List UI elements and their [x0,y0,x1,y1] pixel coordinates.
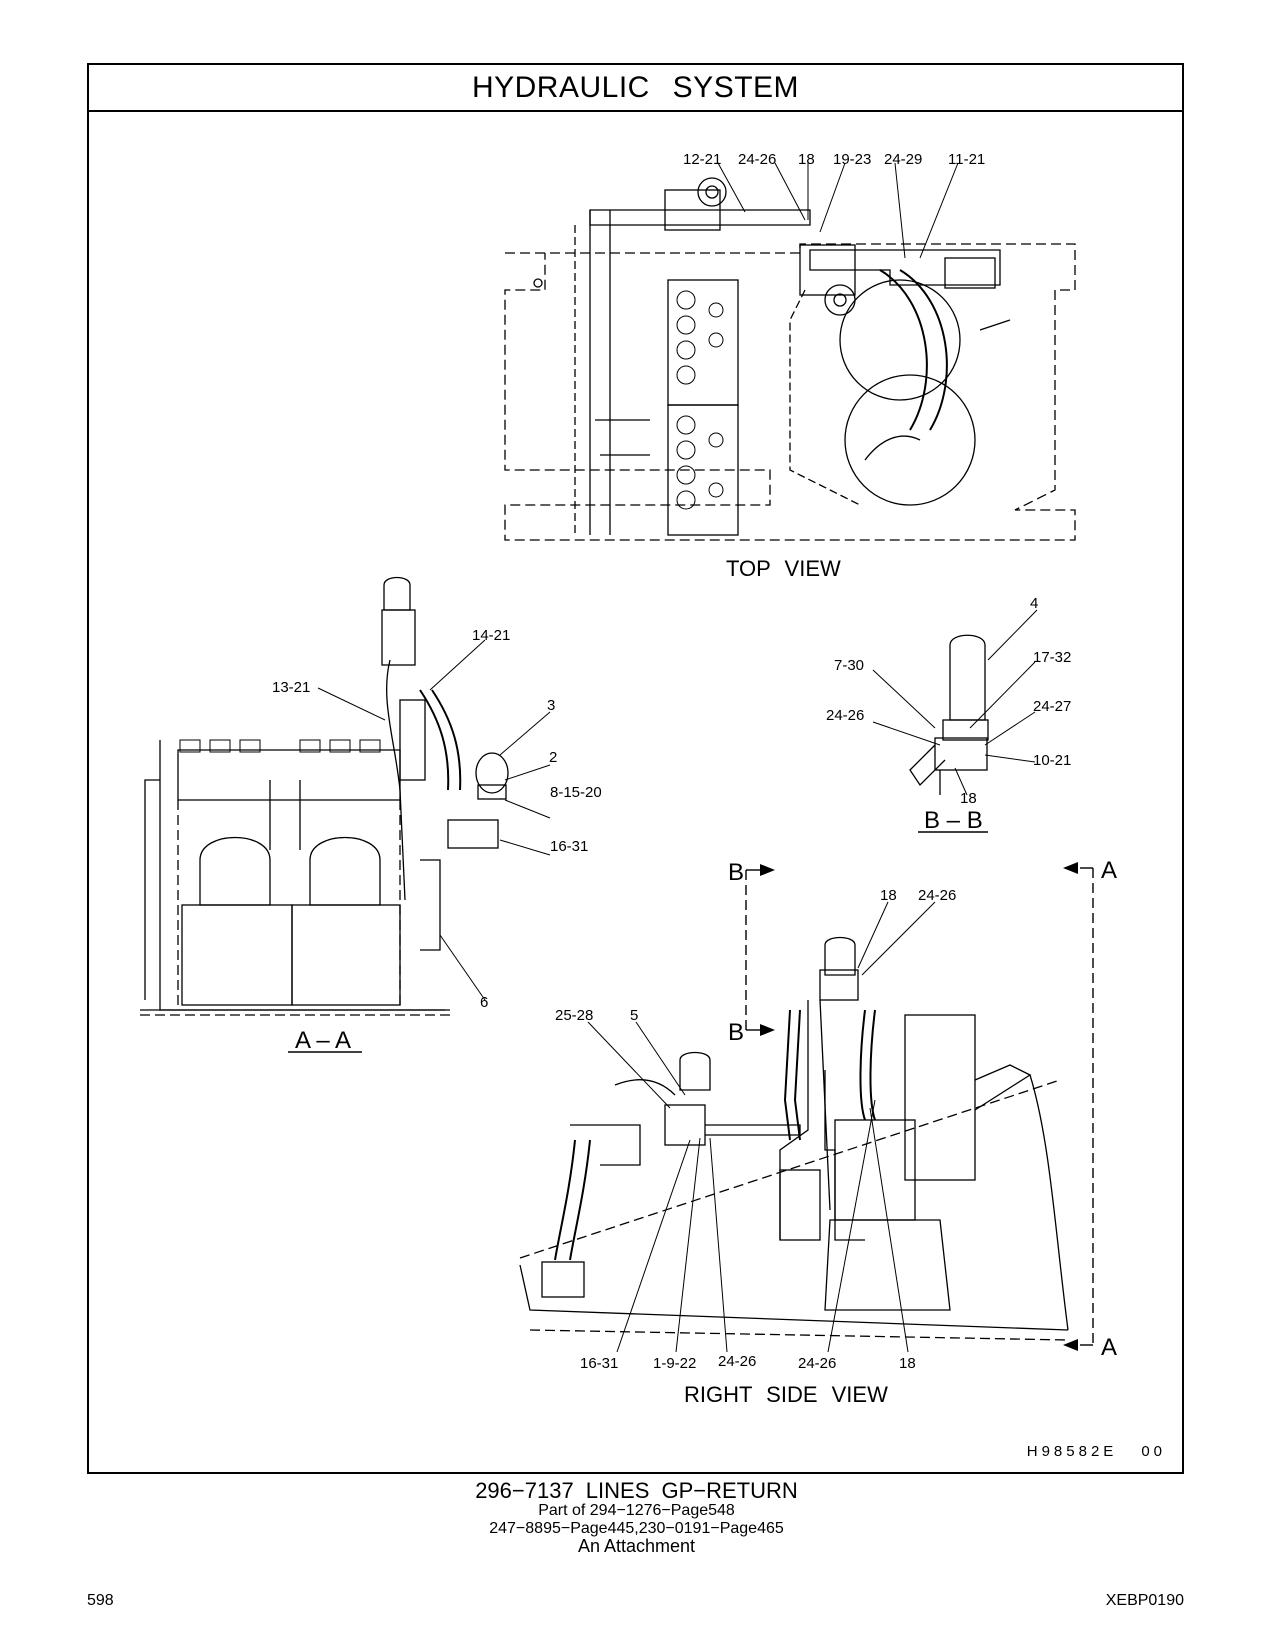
callout-16-31-rs: 16-31 [580,1355,618,1372]
drawing-frame: HYDRAULIC SYSTEM H98582E 00 [87,63,1184,1474]
right-side-view-title: RIGHT SIDE VIEW [684,1382,888,1407]
callout-8-15-20: 8-15-20 [550,784,602,801]
callout-24-26-rs-b: 24-26 [798,1355,836,1372]
callout-1-9-22: 1-9-22 [653,1355,696,1372]
caption-part-of: Part of 294−1276−Page548 [538,1502,735,1519]
callout-16-31: 16-31 [550,838,588,855]
callout-24-27: 24-27 [1033,698,1071,715]
section-marker-b-bottom: B [728,1019,744,1046]
page-number: 598 [87,1592,114,1609]
illustration-id: H98582E [1026,1443,1118,1460]
callout-18-bb: 18 [960,790,977,807]
revision: 00 [1141,1443,1166,1460]
callout-5: 5 [630,1007,638,1024]
document-number: XEBP0190 [1105,1592,1184,1609]
callout-12-21: 12-21 [683,151,721,168]
callout-7-30: 7-30 [834,657,864,674]
callout-19-23: 19-23 [833,151,871,168]
callout-18-rs-b: 18 [899,1355,916,1372]
callout-2: 2 [549,749,557,766]
a-a-view-title: A – A [295,1027,351,1054]
title-bar: HYDRAULIC SYSTEM [89,65,1182,112]
page-title: HYDRAULIC SYSTEM [471,70,800,104]
callout-11-21: 11-21 [948,151,985,168]
caption-references: 247−8895−Page445,230−0191−Page465 [489,1520,784,1537]
callout-24-26-rs-a: 24-26 [718,1353,756,1370]
b-b-view-drawing [909,634,989,795]
right-side-view-drawing [519,936,1069,1341]
section-marker-b-top: B [728,859,744,886]
top-view-title: TOP VIEW [726,556,841,581]
section-marker-a-bottom: A [1101,1334,1117,1361]
callout-25-28: 25-28 [555,1007,593,1024]
callout-24-29: 24-29 [884,151,922,168]
section-marker-a-top: A [1101,857,1117,884]
callout-18-rs: 18 [880,887,897,904]
callout-24-26: 24-26 [738,151,776,168]
b-b-view-title: B – B [924,807,983,834]
callout-10-21: 10-21 [1033,752,1071,769]
callout-3: 3 [547,697,555,714]
callout-18: 18 [798,151,815,168]
callout-6: 6 [480,994,488,1011]
callout-24-26-bb: 24-26 [826,707,864,724]
callout-13-21: 13-21 [272,679,310,696]
caption-part-name: 296−7137 LINES GP−RETURN [475,1478,798,1503]
callout-14-21: 14-21 [472,627,510,644]
callout-24-26-rs: 24-26 [918,887,956,904]
callout-4: 4 [1030,595,1038,612]
callout-17-32: 17-32 [1033,649,1071,666]
illustration-number: H98582E 00 [1027,1443,1166,1460]
a-a-view-drawing [140,576,509,1016]
caption-attachment: An Attachment [577,1536,696,1556]
top-view-drawing [504,177,1076,541]
